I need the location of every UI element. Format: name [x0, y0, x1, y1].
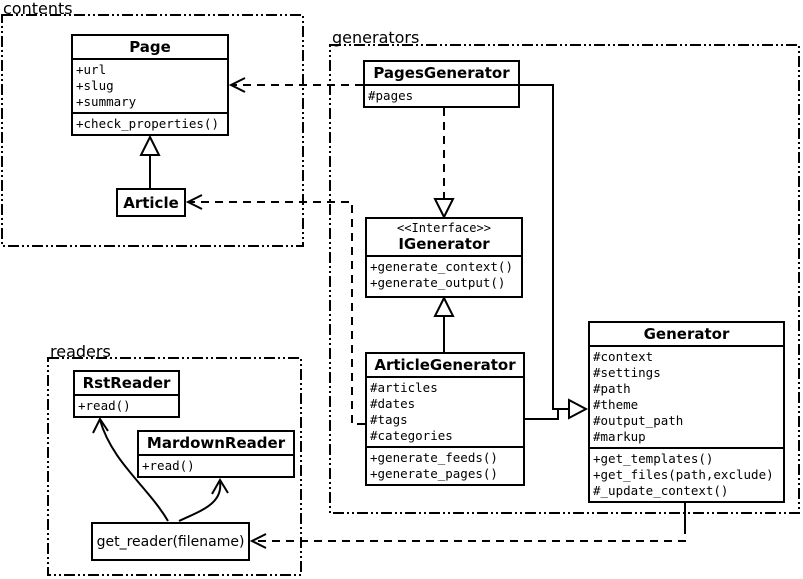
function-get-reader: get_reader(filename) — [91, 522, 250, 561]
attribute: #articles — [370, 380, 438, 395]
attribute: +summary — [76, 94, 137, 109]
class-generator-title: Generator — [643, 325, 730, 343]
attribute: #path — [593, 381, 631, 396]
attribute: #theme — [593, 397, 639, 412]
method: +read() — [78, 398, 131, 413]
class-page-attributes: +url +slug +summary — [73, 58, 227, 112]
class-articlegenerator: ArticleGenerator #articles #dates #tags … — [365, 352, 525, 486]
class-page-methods: +check_properties() — [73, 112, 227, 134]
method: +check_properties() — [76, 116, 219, 131]
class-pagesgenerator: PagesGenerator #pages — [363, 60, 520, 108]
method: +generate_context() — [370, 259, 513, 274]
class-mardownreader: MardownReader +read() — [137, 430, 295, 478]
arrow-getreader-to-rstreader — [92, 417, 169, 522]
attribute: +url — [76, 62, 107, 77]
class-rstreader-methods: +read() — [75, 394, 178, 416]
package-label-generators: generators — [332, 28, 420, 47]
method: +get_templates() — [593, 451, 714, 466]
method: #_update_context() — [593, 483, 729, 498]
class-articlegenerator-attributes: #articles #dates #tags #categories — [367, 376, 523, 446]
attribute: #dates — [370, 396, 416, 411]
class-mardownreader-methods: +read() — [139, 454, 293, 476]
interface-igenerator: <<Interface>> IGenerator +generate_conte… — [365, 217, 523, 298]
interface-igenerator-methods: +generate_context() +generate_output() — [367, 255, 521, 293]
class-article-title: Article — [123, 193, 179, 212]
package-label-readers: readers — [50, 342, 111, 361]
dependency-generator-to-getreader — [249, 503, 686, 549]
generalization-to-generator — [520, 84, 589, 420]
generalization-articlegenerator-to-igenerator — [433, 295, 455, 352]
package-generators-border — [329, 44, 800, 514]
class-generator: Generator #context #settings #path #them… — [588, 321, 785, 503]
attribute: #markup — [593, 429, 646, 444]
dependency-pagesgenerator-to-page — [228, 77, 363, 93]
dependency-articlegenerator-to-article — [185, 194, 365, 425]
class-rstreader: RstReader +read() — [73, 370, 180, 418]
attribute: #settings — [593, 365, 661, 380]
class-pagesgenerator-attributes: #pages — [365, 84, 518, 106]
attribute: +slug — [76, 78, 114, 93]
class-generator-methods: +get_templates() +get_files(path,exclude… — [590, 447, 783, 501]
class-generator-attributes: #context #settings #path #theme #output_… — [590, 345, 783, 447]
class-rstreader-title: RstReader — [82, 374, 171, 392]
attribute: #output_path — [593, 413, 684, 428]
arrow-getreader-to-mardownreader — [178, 478, 229, 522]
method: +generate_feeds() — [370, 450, 498, 465]
attribute: #tags — [370, 412, 408, 427]
class-pagesgenerator-title: PagesGenerator — [373, 64, 510, 82]
class-article: Article — [116, 188, 186, 217]
package-label-contents: contents — [3, 0, 73, 18]
interface-igenerator-title: <<Interface>> IGenerator — [367, 219, 521, 255]
method: +generate_output() — [370, 275, 506, 290]
class-page-title: Page — [129, 38, 171, 56]
generalization-article-to-page — [139, 134, 161, 188]
realization-pagesgenerator-to-igenerator — [433, 108, 455, 220]
function-get-reader-label: get_reader(filename) — [96, 533, 245, 550]
class-page: Page +url +slug +summary +check_properti… — [71, 34, 229, 136]
class-articlegenerator-title: ArticleGenerator — [374, 356, 516, 374]
package-contents-border — [1, 14, 304, 247]
method: +get_files(path,exclude) — [593, 467, 774, 482]
method: +generate_pages() — [370, 466, 498, 481]
class-articlegenerator-methods: +generate_feeds() +generate_pages() — [367, 446, 523, 484]
interface-stereotype: <<Interface>> — [397, 221, 491, 235]
attribute: #context — [593, 349, 654, 364]
method: +read() — [142, 458, 195, 473]
attribute: #categories — [370, 428, 453, 443]
class-mardownreader-title: MardownReader — [146, 434, 286, 452]
package-readers-border — [47, 357, 302, 576]
interface-igenerator-name: IGenerator — [398, 235, 490, 253]
attribute: #pages — [368, 88, 414, 103]
